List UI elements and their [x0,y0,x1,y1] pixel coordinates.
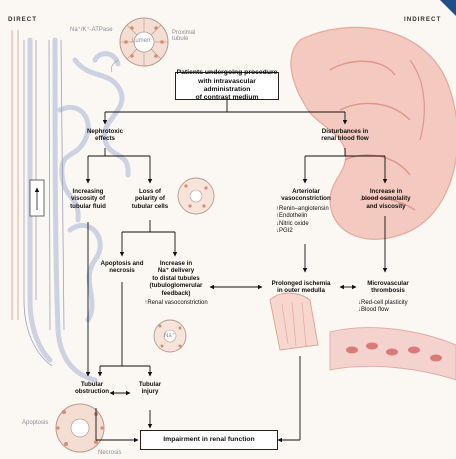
osmolality-node: Increase in blood osmolality and viscosi… [361,188,411,210]
polarity-cell-drawing [177,177,215,215]
na-delivery-node: Increase in Na⁺ delivery to distal tubul… [149,260,203,297]
apoptosis-necrosis-node: Apoptosis and necrosis [100,260,144,275]
necrosis-label: Necrosis [98,450,122,456]
pump-label: Na⁺/K⁺-ATPase [70,27,113,33]
lumen-label: Lumen [132,38,151,44]
tubule-outline [23,39,65,367]
impairment-box: Impairment in renal function [140,430,278,450]
apoptosis-label: Apoptosis [22,420,49,426]
vessel-drawing [11,30,19,320]
arteriolar-node: Arteriolar vasoconstriction [281,188,331,203]
flow-arrows [85,100,388,443]
header-direct: DIRECT [8,16,38,23]
ischemia-node: Prolonged ischemia in outer medulla [271,280,331,295]
obstruction-node: Tubular obstruction [74,381,110,396]
disturbances-node: Disturbances in renal blood flow [321,128,369,143]
header-indirect: INDIRECT [404,16,442,23]
na-cell-drawing [153,319,187,353]
kidney-drawing [290,26,456,240]
polarity-node: Loss of polarity of tubular cells [131,188,169,210]
thrombosis-factor-list: ↓Red-cell plasticity ↓Blood flow [358,300,408,314]
thrombosis-node: Microvascular thrombosis [367,280,409,295]
nephrotoxic-node: Nephrotoxic effects [86,128,124,143]
viscosity-node: Increasing viscosity of tubular fluid [70,188,106,210]
apoptosis-cell-drawing [55,403,105,453]
corner-tab [440,0,456,16]
vaso-factor-list: ↑Renin–angiotensin ↑Endothelin ↓Nitric o… [276,206,329,235]
renal-vasoconstriction-note: ↑Renal vasoconstriction [144,300,208,306]
proximal-tubule-cross-section [110,17,169,73]
proximal-tubule-label: Proximal tubule [172,30,196,42]
injury-node: Tubular injury [138,381,162,396]
patients-box: Patients undergoing procedure with intra… [175,69,279,102]
tubule-system-drawing [27,37,131,383]
na-label: Na⁺ [164,333,175,339]
medulla-drawing [269,292,319,351]
red-cell-vessel-drawing [329,327,456,381]
